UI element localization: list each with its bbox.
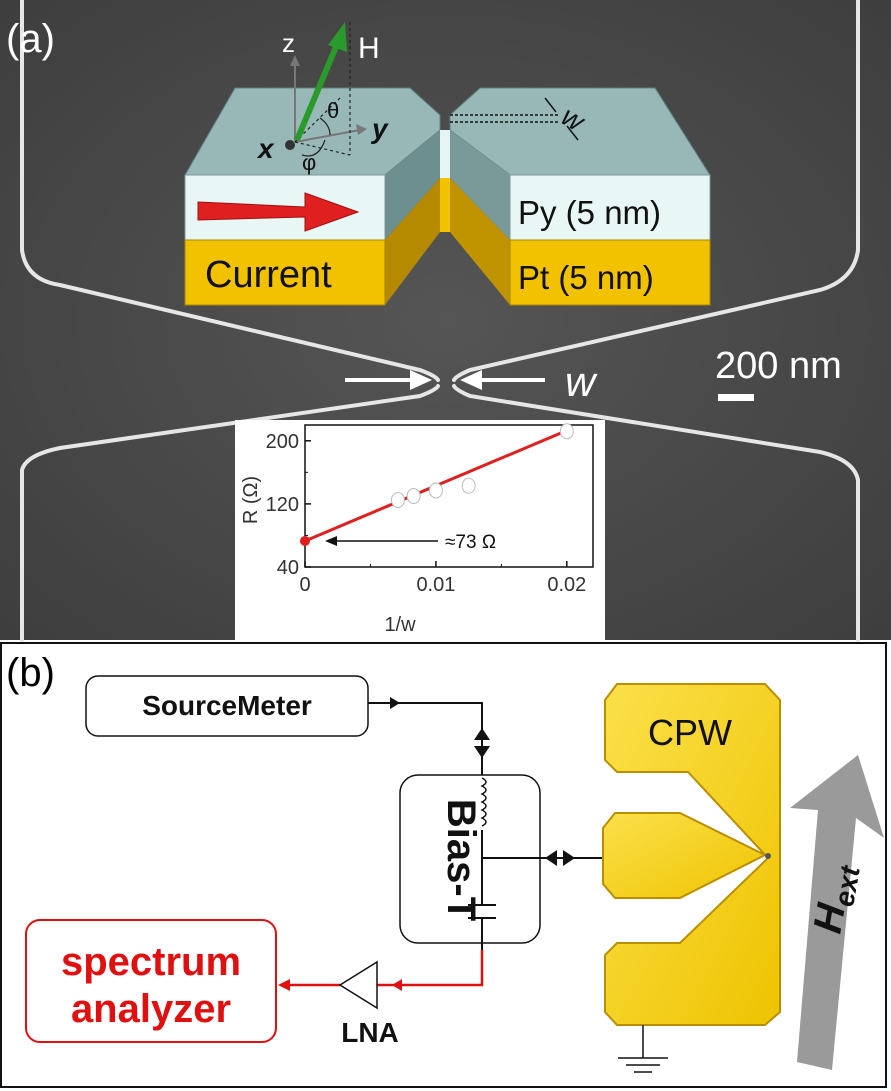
h-ext-label: Hext bbox=[806, 859, 867, 937]
coordinate-axes bbox=[294, 22, 361, 157]
panel-a-label: (a) bbox=[6, 17, 55, 61]
pt-front-left bbox=[184, 239, 386, 306]
lna-amplifier-icon bbox=[338, 960, 378, 1010]
cpw-tip bbox=[765, 853, 771, 859]
y-axis-label: y bbox=[370, 113, 389, 144]
intercept-point bbox=[300, 535, 310, 546]
x-tick-label: 0.01 bbox=[416, 574, 455, 596]
bias-t-label: Bias-T bbox=[439, 799, 483, 921]
spectrum-line2: analyzer bbox=[71, 987, 231, 1031]
arrow-dc-up bbox=[474, 728, 490, 740]
theta-label: θ bbox=[327, 98, 339, 123]
plot-frame bbox=[304, 424, 594, 568]
pt-inner-right bbox=[450, 178, 510, 305]
ground-icon bbox=[618, 1025, 668, 1073]
h-vector bbox=[294, 40, 341, 142]
panel-a: (a) Current Py (5 nm) Pt (5 nm) bbox=[0, 0, 891, 642]
pt-inner-left bbox=[385, 178, 440, 305]
current-label: Current bbox=[205, 254, 332, 296]
y-tick-label: 200 bbox=[266, 431, 299, 453]
cpw-ground bbox=[604, 683, 781, 1026]
arrow-to-analyzer bbox=[278, 979, 290, 991]
x-tick-label: 0 bbox=[299, 574, 310, 596]
y-axis-head bbox=[356, 124, 367, 135]
inset-chart: 0 0.01 0.02 40 120 200 ≈73 Ω 1/w R (Ω) bbox=[235, 420, 605, 640]
py-front-right bbox=[509, 174, 711, 241]
current-arrow bbox=[197, 192, 360, 232]
data-point bbox=[390, 491, 405, 508]
tick-marks bbox=[304, 440, 568, 568]
y-tick-label: 120 bbox=[266, 494, 299, 516]
edge-bottom-left bbox=[20, 384, 440, 642]
rf-signal-path bbox=[377, 950, 484, 987]
inductor-icon bbox=[480, 777, 487, 827]
intercept-arrow-head bbox=[325, 536, 337, 546]
data-point bbox=[461, 477, 476, 494]
h-label: H bbox=[358, 32, 380, 65]
cpw-signal-line bbox=[602, 812, 768, 899]
edge-top-left bbox=[20, 0, 440, 382]
py-inner-right bbox=[450, 130, 510, 240]
panel-b: (b) SourceMeter Bias-T LNA spe bbox=[0, 642, 887, 1088]
h-vector-head bbox=[328, 22, 347, 52]
lna-label: LNA bbox=[341, 1017, 399, 1048]
scale-bar-label: 200 nm bbox=[715, 345, 842, 387]
origin-dot bbox=[285, 140, 295, 150]
edge-bottom-right bbox=[452, 384, 860, 642]
arrow-rf-left bbox=[545, 850, 557, 866]
constriction-pt bbox=[440, 178, 450, 232]
x-axis-label: x bbox=[256, 133, 275, 164]
pt-front-right bbox=[509, 239, 711, 306]
x-axis-title: 1/w bbox=[384, 614, 416, 636]
intercept-annotation: ≈73 Ω bbox=[445, 532, 496, 553]
sourcemeter-label: SourceMeter bbox=[142, 690, 312, 721]
z-axis-label: z bbox=[282, 28, 295, 58]
arrow-dc-down bbox=[474, 746, 490, 758]
data-points bbox=[390, 423, 574, 508]
constriction-py bbox=[440, 130, 450, 178]
py-inner-left bbox=[385, 130, 440, 240]
panel-b-label: (b) bbox=[6, 651, 55, 695]
data-point bbox=[559, 423, 574, 440]
pt-layer-label: Pt (5 nm) bbox=[518, 259, 654, 296]
edge-top-right bbox=[452, 0, 860, 382]
phi-label: φ bbox=[302, 150, 316, 175]
arrow-rf-right bbox=[563, 850, 575, 866]
h-ext-sub: ext bbox=[828, 862, 866, 909]
cpw-label: CPW bbox=[648, 712, 732, 753]
device-schematic: Current Py (5 nm) Pt (5 nm) w bbox=[184, 22, 711, 306]
width-indicator bbox=[450, 97, 579, 141]
data-point bbox=[406, 488, 421, 504]
z-axis-head bbox=[290, 55, 300, 66]
x-tick-label: 0.02 bbox=[547, 574, 586, 596]
scale-bar bbox=[718, 394, 754, 401]
arrow-sm-right bbox=[390, 697, 400, 709]
tick-labels: 0 0.01 0.02 40 120 200 bbox=[266, 431, 587, 596]
sem-edges bbox=[20, 0, 860, 642]
h-ext-arrow bbox=[790, 755, 884, 1070]
y-tick-label: 40 bbox=[277, 557, 299, 579]
constriction-pointers bbox=[345, 370, 545, 390]
spectrum-analyzer-box bbox=[25, 919, 277, 1043]
sourcemeter-box bbox=[85, 675, 369, 737]
bias-t-box bbox=[399, 774, 541, 944]
spectrum-line1: spectrum bbox=[61, 940, 241, 984]
constriction-label: w bbox=[565, 358, 598, 405]
arrow-to-lna bbox=[392, 979, 402, 991]
y-axis-title: R (Ω) bbox=[240, 476, 262, 524]
data-point bbox=[428, 482, 443, 499]
py-layer-label: Py (5 nm) bbox=[518, 194, 661, 231]
